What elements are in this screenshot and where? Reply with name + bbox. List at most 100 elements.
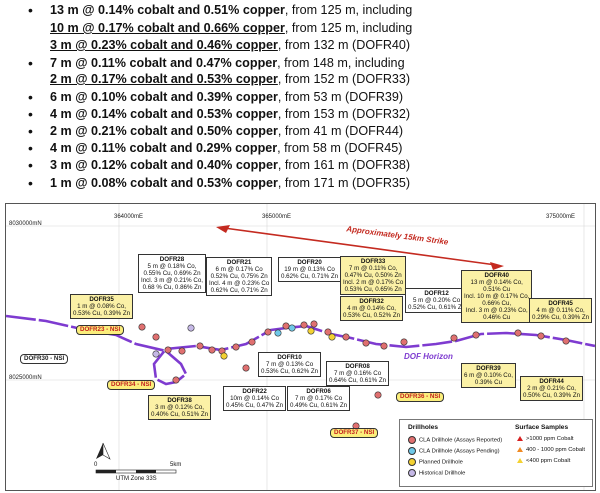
drillhole-marker (208, 346, 216, 354)
drillhole-assay-line: 7 m @ 0.13% Co (265, 361, 314, 368)
drillhole-assay-line: 10m @ 0.14% Co (230, 395, 280, 402)
drillhole-assay-line: 7 m @ 0.17% Co (294, 395, 343, 402)
legend-drillhole-item: CLA Drillhole (Assays Pending) (408, 447, 500, 455)
legend-sample-label: >1000 ppm Cobalt (526, 436, 574, 443)
result-depth: , from 53 m (DOFR39) (277, 90, 404, 104)
easting-label-3: 375000mE (546, 214, 576, 220)
result-interval: 3 m @ 0.12% cobalt and 0.40% copper (50, 158, 278, 172)
drillhole-marker (310, 320, 318, 328)
drillhole-id: DOFR39 (476, 365, 501, 372)
drillhole-id: DOFR08 (345, 363, 370, 370)
drillhole-assay-line: Incl. 2 m @ 0.17% Co (343, 279, 404, 286)
legend-triangle-icon (517, 436, 523, 441)
result-interval: 4 m @ 0.11% cobalt and 0.29% copper (50, 141, 278, 155)
result-interval: 7 m @ 0.11% cobalt and 0.47% copper (50, 56, 278, 70)
drillhole-id: DOFR32 (359, 298, 384, 305)
drillhole-assay-line: 4 m @ 0.14% Co, (347, 305, 397, 312)
drillhole-marker (152, 350, 160, 358)
legend-triangle-icon (517, 458, 523, 463)
drillhole-marker (288, 324, 296, 332)
drillhole-assay-line: 7 m @ 0.16% Co (333, 370, 382, 377)
result-interval: 6 m @ 0.10% cobalt and 0.39% copper (50, 90, 278, 104)
drillhole-id: DOFR10 (277, 354, 302, 361)
drillhole-assay-line: 0.52% Cu, 0.75% Zn (210, 273, 268, 280)
utm-zone-label: UTM Zone 33S (116, 476, 157, 482)
drillhole-id: DOFR21 (226, 259, 252, 266)
result-line: 4 m @ 0.14% cobalt and 0.53% copper, fro… (28, 107, 410, 122)
drillhole-marker (380, 342, 388, 350)
legend-drillhole-label: Planned Drillhole (419, 459, 463, 466)
legend-circle-icon (408, 458, 416, 466)
legend-triangle-icon (517, 447, 523, 452)
scale-five-label: 5km (170, 462, 182, 468)
drillhole-marker (248, 338, 256, 346)
drillhole-marker (300, 321, 308, 329)
legend-sample-item: >1000 ppm Cobalt (517, 436, 574, 442)
result-depth: , from 132 m (DOFR40) (277, 38, 411, 52)
drillhole-marker (342, 333, 350, 341)
legend-drillhole-label: CLA Drillhole (Assays Reported) (419, 437, 503, 444)
drillhole-assay-line: 0.62% Cu, 0.71% Zn (281, 273, 339, 280)
drillhole-marker (274, 329, 282, 337)
drillhole-id: DOFR45 (548, 300, 573, 307)
drillhole-marker (172, 376, 180, 384)
result-line: 4 m @ 0.11% cobalt and 0.29% copper, fro… (28, 141, 402, 156)
drillhole-assay-line: 7 m @ 0.11% Co, (348, 265, 398, 272)
nsi-tag: DOFR34 - NSI (107, 380, 156, 390)
drillhole-marker (472, 331, 480, 339)
drillhole-assay-line: 0.53% Cu, 0.65% Zn (344, 286, 402, 293)
drillhole-assay-line: 0.64% Cu, 0.61% Zn (329, 377, 387, 384)
drillhole-assay-line: 0.40% Cu, 0.51% Zn (151, 411, 209, 418)
drillhole-assay-line: 0.50% Cu, 0.39% Zn (523, 392, 581, 399)
drillhole-assay-line: 0.66% Cu, (482, 300, 512, 307)
result-depth: , from 171 m (DOFR35) (277, 176, 411, 190)
drillhole-marker (328, 333, 336, 341)
drillhole-id: DOFR06 (306, 388, 331, 395)
drillhole-assay-line: 19 m @ 0.13% Co (284, 266, 335, 273)
legend-sample-item: 400 - 1000 ppm Cobalt (517, 447, 585, 453)
result-line: 13 m @ 0.14% cobalt and 0.51% copper, fr… (28, 3, 412, 18)
drillhole-marker (450, 334, 458, 342)
drillhole-id: DOFR38 (167, 397, 192, 404)
drillhole-assay-line: 6 m @ 0.10% Co, (464, 372, 513, 379)
easting-label-2: 365000mE (262, 214, 292, 220)
result-line: 2 m @ 0.21% cobalt and 0.50% copper, fro… (28, 124, 403, 139)
drillhole-assay-line: 0.53% Cu, 0.62% Zn (261, 368, 319, 375)
drillhole-assay-line: 0.47% Cu, 0.50% Zn (344, 272, 402, 279)
nsi-tag: DOFR37 - NSI (330, 428, 379, 438)
drillhole-marker (374, 391, 382, 399)
result-line: 2 m @ 0.17% cobalt and 0.53% copper, fro… (50, 72, 410, 87)
nsi-tag: DOFR36 - NSI (396, 392, 445, 402)
drillhole-assay-line: 0.51% Cu (483, 286, 511, 293)
easting-label-1: 364000mE (114, 214, 144, 220)
drillhole-assay-line: 0.53% Cu, 0.39% Zn (73, 310, 131, 317)
drillhole-assay-line: 0.39% Cu (474, 379, 503, 386)
northing-label-1: 8030000mN (9, 221, 42, 227)
drillhole-assay-line: 3 m @ 0.12% Co, (155, 404, 205, 411)
result-depth: , from 125 m, including (284, 21, 413, 35)
drillhole-assay-line: 2 m @ 0.21% Co, (527, 385, 577, 392)
legend-drillhole-item: Historical Drillhole (408, 469, 465, 477)
legend-circle-icon (408, 436, 416, 444)
scale-zero-label: 0 (94, 462, 98, 468)
result-interval: 3 m @ 0.23% cobalt and 0.46% copper (50, 38, 278, 52)
drillhole-id: DOFR12 (424, 290, 449, 297)
result-interval: 10 m @ 0.17% cobalt and 0.66% copper (50, 21, 285, 35)
drillhole-marker (307, 327, 315, 335)
drillhole-id: DOFR20 (297, 259, 322, 266)
map-graphic (6, 204, 595, 490)
nsi-tag: DOFR23 - NSI (76, 325, 125, 335)
scale-bar (95, 469, 177, 474)
result-line: 10 m @ 0.17% cobalt and 0.66% copper, fr… (50, 21, 412, 36)
drillhole-marker (196, 342, 204, 350)
drillhole-assay-line: 1 m @ 0.08% Co, (77, 303, 127, 310)
legend-surface-title: Surface Samples (515, 424, 569, 431)
drillhole-assay-line: Incl. 4 m @ 0.23% Co (209, 280, 270, 287)
